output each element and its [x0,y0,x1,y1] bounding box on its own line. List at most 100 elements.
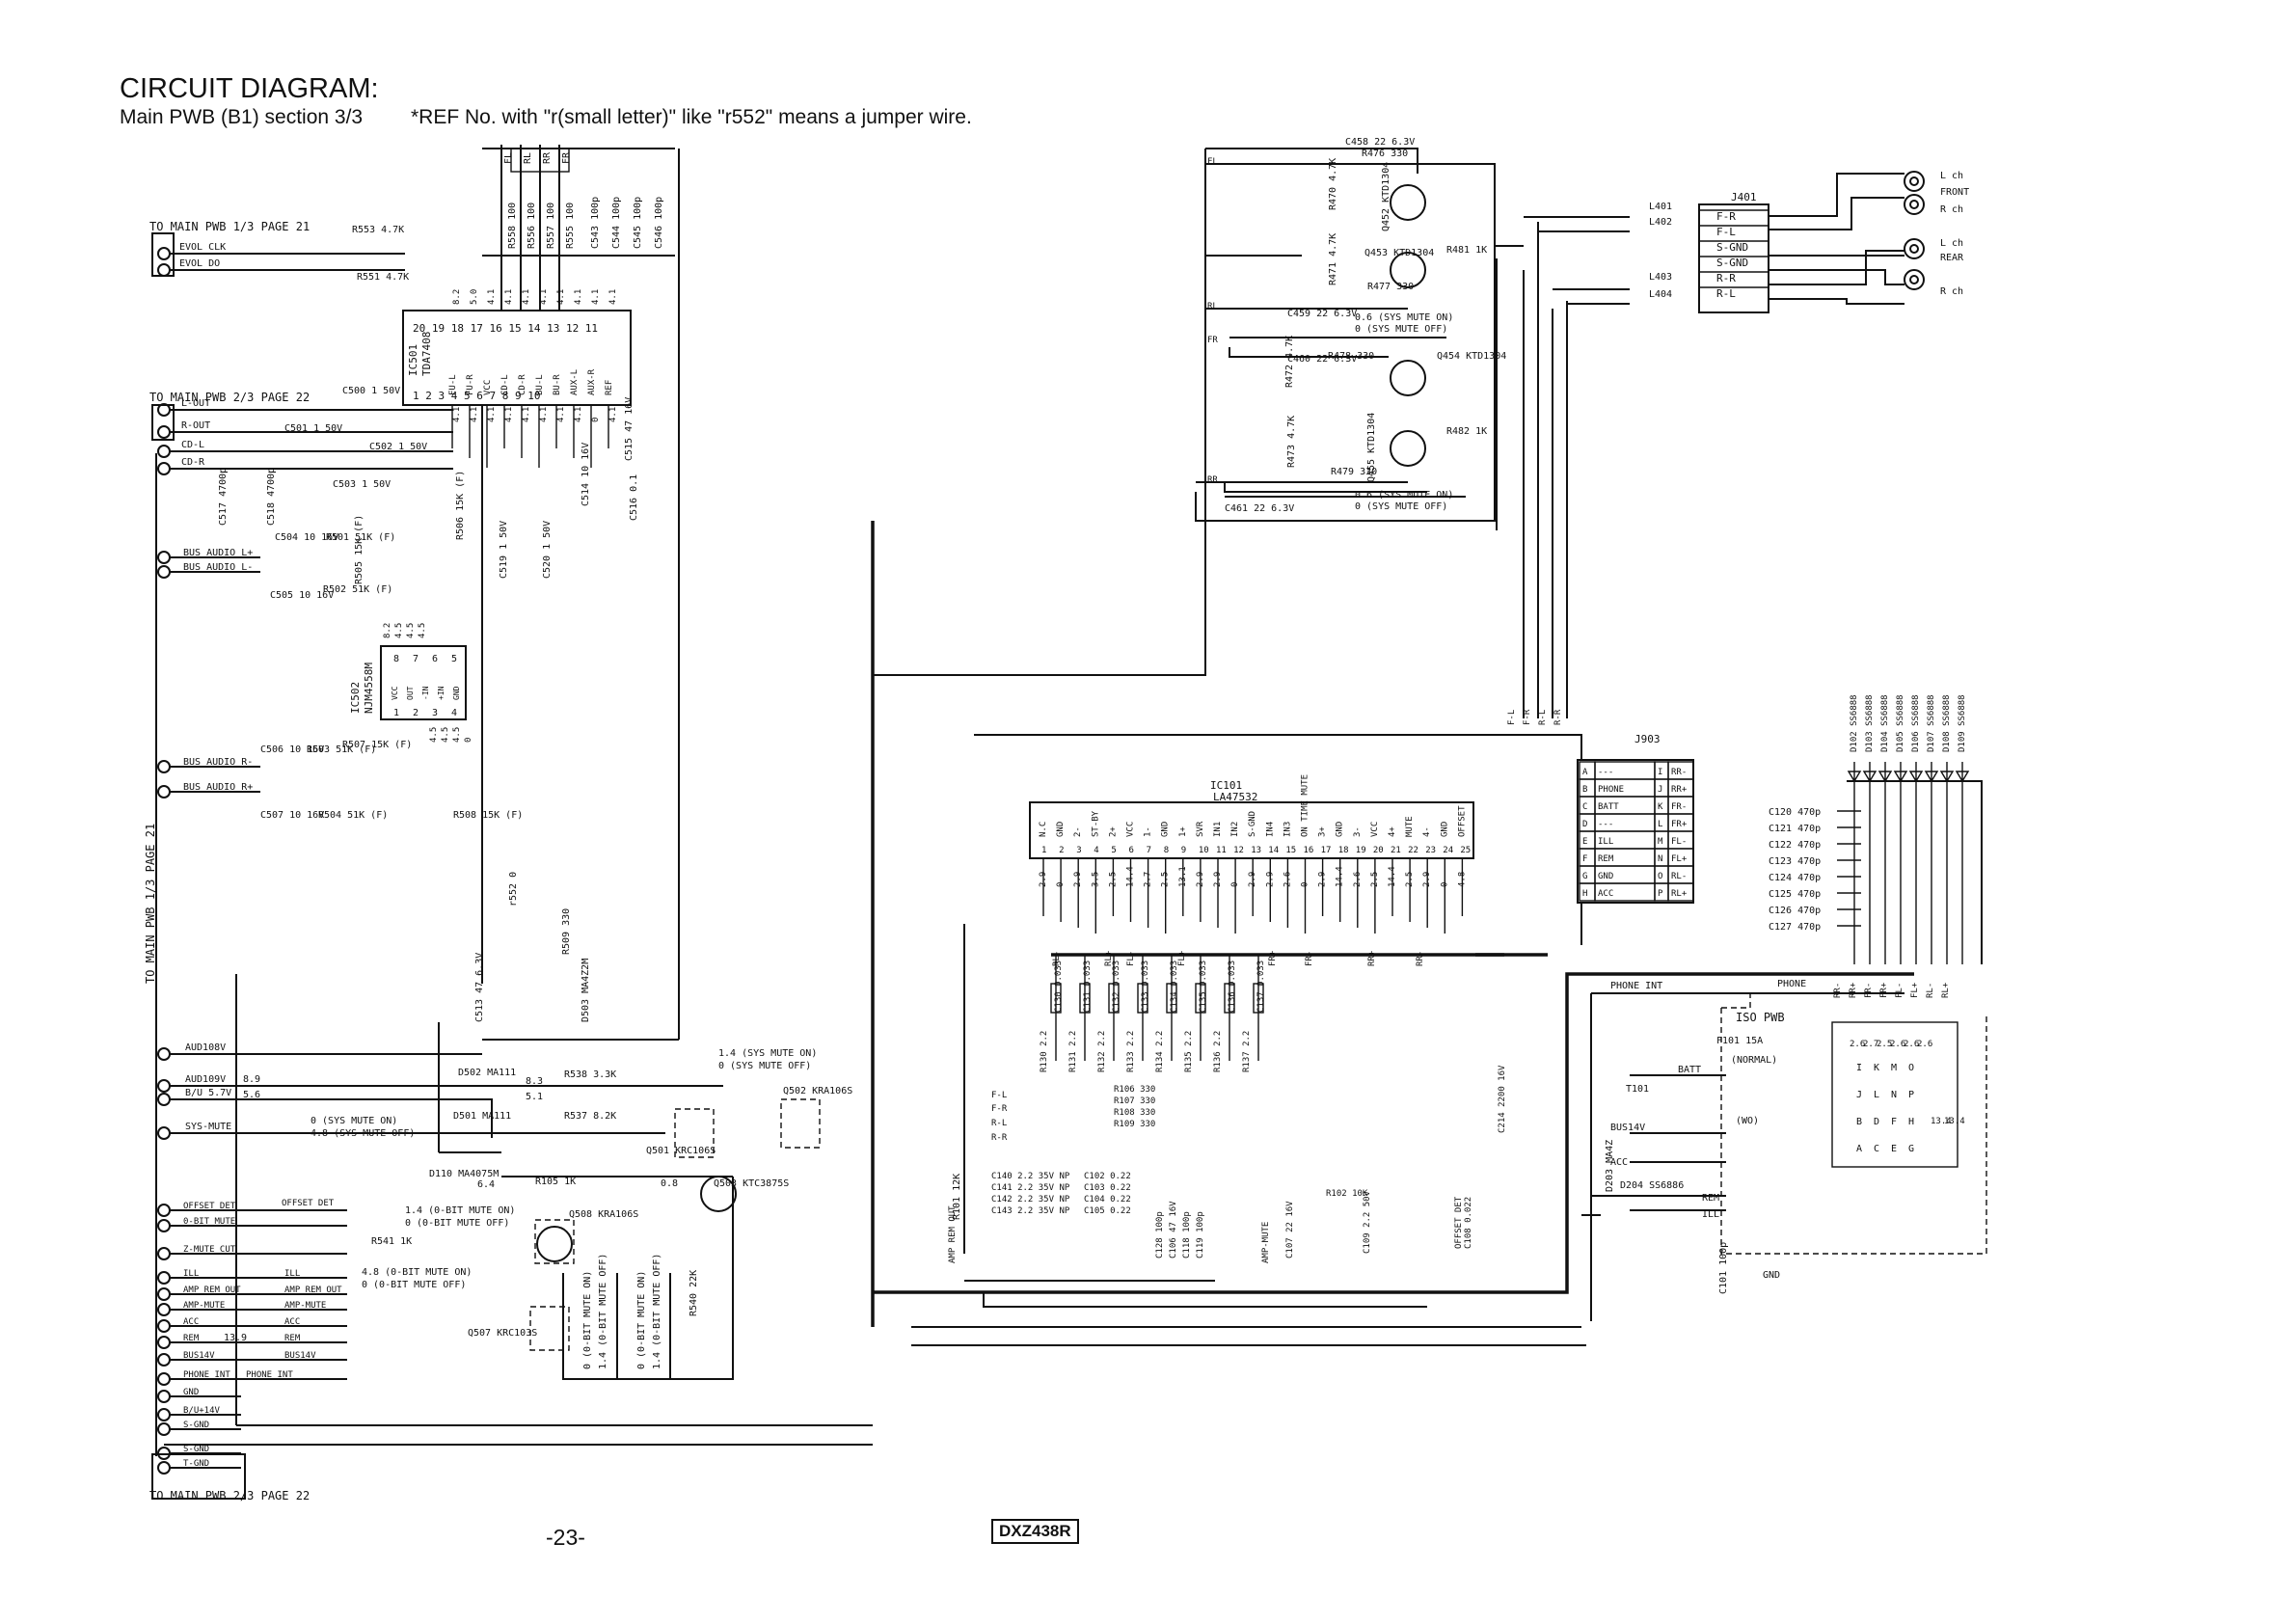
ic-pin-function: 4- [1422,826,1432,837]
connector-pin-label: R-OUT [181,420,210,431]
ic-pin-function: 3+ [1318,826,1328,837]
resistor-label: R557 100 [546,203,556,249]
table-cell-text: J [1658,785,1662,795]
part-label: R551 4.7K [357,272,409,283]
connector-pin-label: S-GND [1716,257,1748,269]
net-label: AMP REM OUT [284,1286,342,1295]
pin-voltage: 4.1 [522,289,531,305]
connector-pin-label: AMP-MUTE [183,1301,225,1311]
voltage-note: 1.4 (0-BIT MUTE OFF) [652,1254,662,1369]
part-label: R553 4.7K [352,225,404,235]
pin-circle [157,1408,171,1421]
part-label: C103 0.22 [1084,1183,1131,1193]
pin-circle [157,1093,171,1106]
net-label: F-R [1523,709,1532,725]
ic-pin-number: 3 [432,708,438,718]
channel-label: RR [542,151,553,164]
connector-pin-label: AUD109V [185,1074,226,1085]
pin-circle [157,1353,171,1367]
part-label: R133 2.2 [1126,1031,1136,1072]
part-label: C130 0.033 [1054,961,1064,1013]
pin-circle [157,1390,171,1403]
part-label: R106 330 [1114,1085,1155,1095]
part-label: C516 0.1 [629,474,639,521]
jack-label: L ch [1940,238,1963,249]
part-label: R478 330 [1328,351,1374,362]
part-label: R504 51K (F) [318,810,388,821]
wire [1862,762,1877,964]
part-label: R132 2.2 [1097,1031,1107,1072]
part-label: D503 MA4Z2M [581,959,591,1022]
connector-pin-label: S-GND [183,1421,209,1430]
pin-voltage: 4.1 [504,407,514,422]
part-label: R470 4.7K [1328,158,1338,210]
iso-label: REM [1702,1193,1719,1204]
left-connectors: TO MAIN PWB 1/3 PAGE 21 TO MAIN PWB 2/3 … [144,220,453,1502]
capacitor-symbol [1253,983,1264,1014]
net-label: F-L [991,1091,1007,1100]
pin-voltage: 4.1 [539,289,549,305]
capacitor-label: C543 100p [590,197,601,249]
ic-pin-function: CD-R [518,374,527,395]
table-cell-text: I [1658,768,1662,777]
pin-circle [157,1219,171,1232]
coil-label: L401 [1649,202,1672,212]
connector-pin-label: Z-MUTE CUT [183,1245,236,1255]
part-label: Q502 KRA106S [783,1086,852,1096]
table-cell-text: ACC [1598,889,1613,899]
capacitor-symbol [1195,983,1206,1014]
ic-pin-number: 24 [1443,846,1453,855]
part-label: C518 4700p [266,468,277,526]
pin-voltage: 4.1 [470,407,479,422]
pin-voltage: 0 [464,738,473,743]
part-label: R507 15K (F) [342,740,412,750]
part-label: C133 0.033 [1141,961,1150,1013]
iso-label: D203 MA4Z [1605,1140,1615,1192]
iso-label: PHONE INT [1610,981,1662,991]
part-label: R137 2.2 [1242,1031,1252,1072]
connector-pin-label: BUS AUDIO R- [183,757,253,768]
capacitor-label: C544 100p [611,197,622,249]
part-label: R476 330 [1362,149,1408,159]
transistor-label: Q452 KTD1304 [1381,162,1391,231]
iso-label: C101 100p [1718,1242,1729,1294]
part-label: D110 MA4075M [429,1169,499,1179]
ic-pin-function: CD-L [500,374,510,395]
part-label: D501 MA111 [453,1111,511,1122]
part-label: C140 2.2 35V NP [991,1172,1070,1181]
connector-pin-letter: D [1874,1117,1879,1127]
ic-pin-function: VCC [483,380,493,395]
connector-pin-label: CD-L [181,440,204,450]
ic-pin-function: SVR [1196,821,1205,837]
connector-pin-label: RR+ [1849,982,1858,998]
pin-voltage: 2.6 [1850,1040,1865,1049]
table-cell-text: FL- [1671,837,1687,847]
voltage-note: 0 (SYS MUTE OFF) [718,1061,811,1071]
ic-pin-function: BU-L [535,374,545,395]
ic-pin-number: 1 [393,708,399,718]
pin-circle [157,551,171,564]
part-label: Q508 KRA106S [569,1209,638,1220]
pin-voltage: 8.2 [383,623,392,638]
table-cell-text: M [1658,837,1663,847]
part-label: R482 1K [1446,426,1487,437]
pin-voltage: 4.1 [487,289,497,305]
voltage-note: 0.6 (SYS MUTE ON) [1355,490,1453,501]
part-label: C502 1 50V [369,442,427,452]
ic-pin-function: S-GND [1248,811,1257,837]
capacitor-label: C122 470p [1769,840,1821,851]
coil-label: L403 [1649,272,1672,283]
part-label: C520 1 50V [542,521,553,579]
pin-circle [157,1271,171,1285]
voltage-note: 5.1 [526,1092,543,1102]
ic-pin-function: 2+ [1108,826,1118,837]
connector-pin-letter: A [1856,1144,1862,1154]
j401-ref: J401 [1731,191,1757,203]
resistor-label: R558 100 [507,203,518,249]
ic-pin-number: 12 [1233,846,1244,855]
ic-pin-number: 8 [393,654,399,664]
part-label: C134 0.033 [1170,961,1179,1013]
